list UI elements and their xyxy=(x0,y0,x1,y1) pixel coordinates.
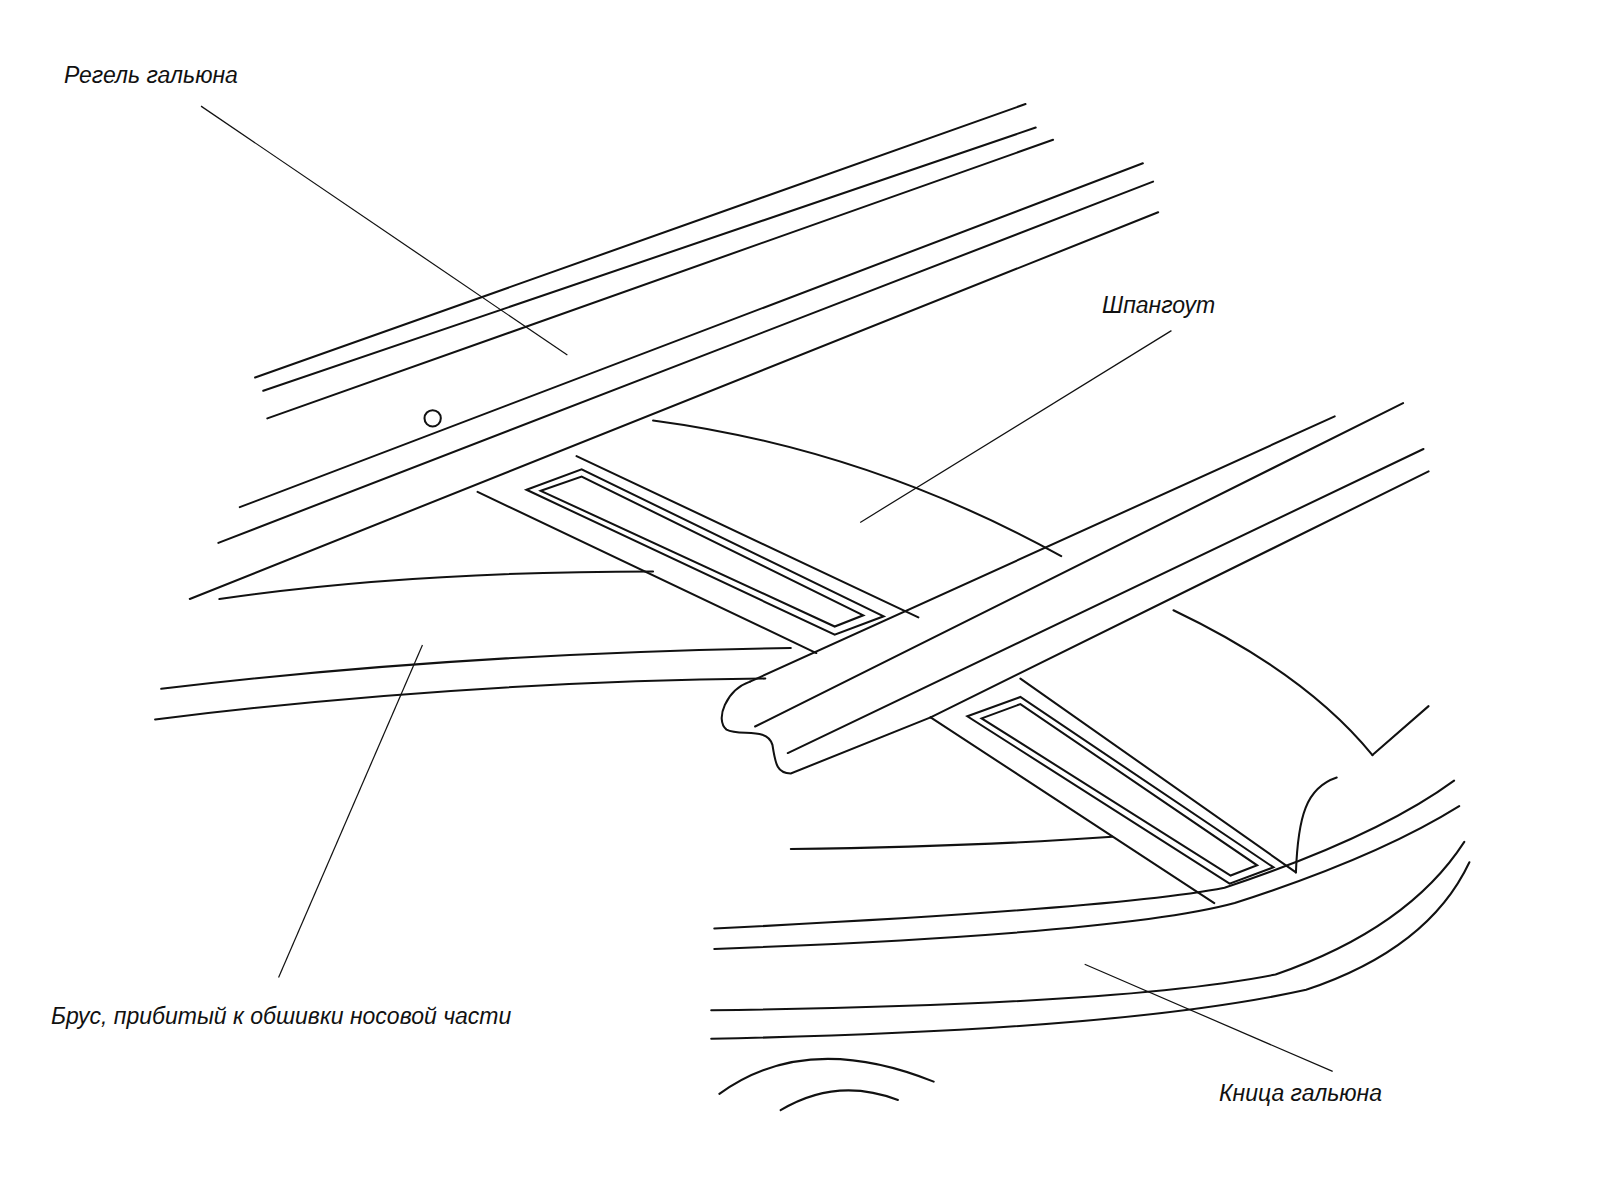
part-label: Кница гальюна xyxy=(1219,1080,1382,1108)
part-label: Регель гальюна xyxy=(64,62,238,90)
part-label: Шпангоут xyxy=(1102,292,1215,320)
leader-line xyxy=(1085,964,1333,1071)
leader-line xyxy=(860,331,1171,523)
part-label: Брус, прибитый к обшивки носовой части xyxy=(51,1003,511,1031)
leader-line xyxy=(279,645,423,978)
leader-line xyxy=(201,106,567,355)
